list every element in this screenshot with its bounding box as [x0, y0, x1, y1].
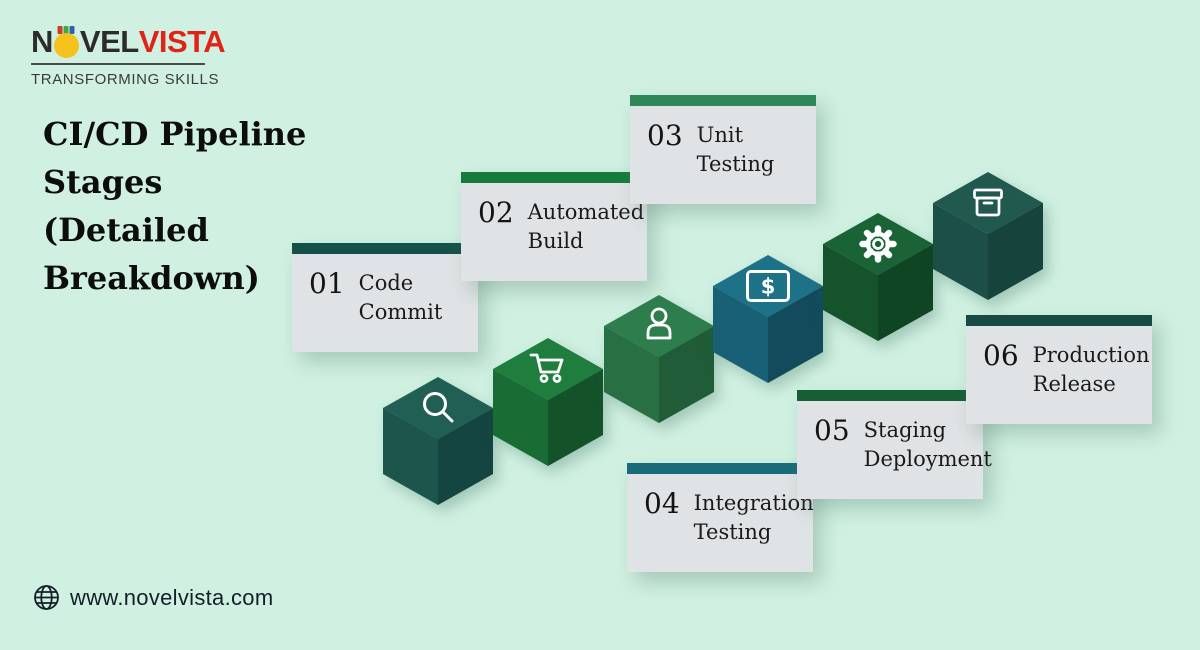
brand-name-part1: N	[31, 24, 53, 59]
cube-right-face	[988, 203, 1043, 300]
brand-name-accent: VISTA	[138, 24, 226, 59]
pipeline-cube-automated-build	[493, 338, 603, 466]
stage-number: 05	[814, 414, 850, 447]
lightbulb-icon	[53, 26, 79, 58]
cube-right-face	[878, 244, 933, 341]
website-url: www.novelvista.com	[70, 584, 274, 610]
pipeline-cube-production-release	[933, 172, 1043, 300]
card-accent-bar	[797, 390, 983, 401]
cube-left-face	[823, 244, 878, 341]
archive-box-icon	[973, 188, 1003, 217]
lightbulb-filament	[57, 26, 75, 34]
stage-label: Code Commit	[358, 271, 443, 324]
title-line: Breakdown)	[43, 259, 260, 297]
cube-right-face	[438, 408, 493, 505]
brand-logo: N VEL VISTA TRANSFORMING SKILLS	[31, 24, 226, 88]
stage-label: Production Release	[1032, 343, 1150, 396]
globe-icon	[34, 585, 59, 610]
stage-number: 01	[309, 267, 345, 300]
cube-right-face	[548, 369, 603, 466]
stage-number: 04	[644, 487, 680, 520]
stage-card-production-release: 06 Production Release	[966, 315, 1152, 424]
title-line: CI/CD Pipeline	[43, 115, 307, 153]
cube-right-face	[659, 326, 714, 423]
stage-card-code-commit: 01 Code Commit	[292, 243, 478, 352]
stage-label: Automated Build	[527, 200, 645, 253]
svg-text:$: $	[761, 275, 776, 299]
card-accent-bar	[966, 315, 1152, 326]
person-icon	[646, 307, 672, 340]
logo-divider	[31, 63, 205, 65]
search-icon	[423, 392, 454, 423]
stage-label: Staging Deployment	[863, 418, 992, 471]
cube-left-face	[604, 326, 659, 423]
pipeline-cube-unit-testing	[604, 295, 714, 423]
pipeline-cube-integration-testing: $	[713, 255, 823, 383]
brand-tagline: TRANSFORMING SKILLS	[31, 71, 220, 88]
card-accent-bar	[627, 463, 813, 474]
pipeline-cube-code-commit	[383, 377, 493, 505]
gear-icon	[859, 225, 897, 263]
stage-card-automated-build: 02 Automated Build	[461, 172, 647, 281]
brand-name-part2: VEL	[79, 24, 139, 59]
cube-left-face	[493, 369, 548, 466]
stage-number: 02	[478, 196, 514, 229]
stage-label: Unit Testing	[696, 123, 775, 176]
card-accent-bar	[461, 172, 647, 183]
stage-card-integration-testing: 04 Integration Testing	[627, 463, 814, 572]
title-line: (Detailed	[43, 211, 209, 249]
cart-icon	[529, 353, 564, 383]
stage-card-staging-deployment: 05 Staging Deployment	[797, 390, 992, 499]
cube-left-face	[933, 203, 988, 300]
stage-label: Integration Testing	[693, 491, 814, 544]
card-accent-bar	[292, 243, 478, 254]
cube-left-face	[713, 286, 768, 383]
cube-right-face	[768, 286, 823, 383]
card-accent-bar	[630, 95, 816, 106]
cube-left-face	[383, 408, 438, 505]
title-line: Stages	[43, 163, 163, 201]
brand-name: N VEL VISTA	[31, 24, 226, 59]
stage-number: 06	[983, 339, 1019, 372]
dollar-payment-icon: $	[746, 270, 790, 302]
stage-card-unit-testing: 03 Unit Testing	[630, 95, 816, 204]
footer: www.novelvista.com	[33, 584, 273, 611]
stage-number: 03	[647, 119, 683, 152]
pipeline-cube-staging-deployment	[823, 213, 933, 341]
page-title: CI/CD Pipeline Stages (Detailed Breakdow…	[43, 110, 306, 302]
